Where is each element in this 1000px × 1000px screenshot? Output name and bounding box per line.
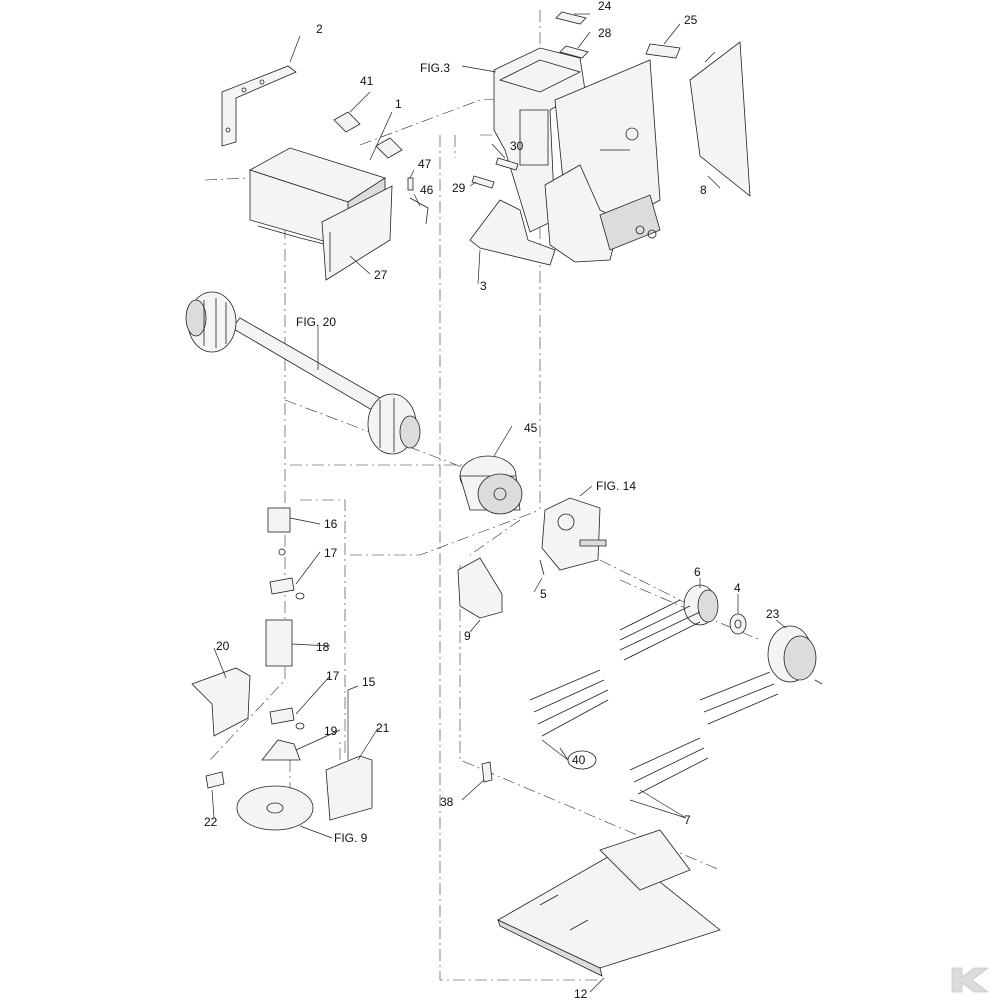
label-part-19: 19 (324, 724, 338, 738)
label-part-18: 18 (316, 640, 330, 654)
yoke-part-19 (261, 739, 301, 761)
label-part-41: 41 (360, 74, 374, 88)
label-part-20: 20 (216, 639, 230, 653)
label-part-22: 22 (204, 815, 218, 829)
bolt-part-47-46 (407, 177, 429, 225)
label-fig-20: FIG. 20 (296, 315, 336, 329)
pulley-part-6 (683, 584, 719, 626)
disc-fig-9 (236, 785, 314, 831)
label-part-46: 46 (420, 183, 434, 197)
label-part-25: 25 (684, 13, 698, 27)
label-part-2: 2 (316, 22, 323, 36)
plates-part-24-28-25 (555, 11, 681, 59)
pulley-part-23 (767, 625, 823, 685)
label-part-40: 40 (572, 753, 586, 767)
label-part-15: 15 (362, 675, 376, 689)
clip-part-38 (481, 761, 493, 783)
label-part-23: 23 (766, 607, 780, 621)
label-part-7: 7 (684, 813, 691, 827)
washer-part-4 (729, 613, 747, 635)
label-part-17-upper: 17 (324, 546, 338, 560)
pulley-part-45 (459, 455, 523, 515)
label-part-17-lower: 17 (326, 669, 340, 683)
cross-part-17-lower (269, 707, 305, 730)
clip-part-22 (205, 771, 225, 789)
cross-part-17-upper (269, 577, 305, 600)
label-part-4: 4 (734, 581, 741, 595)
callout-labels: 2 41 1 47 46 27 FIG.3 24 28 25 8 30 29 3… (204, 0, 780, 1000)
label-part-3: 3 (480, 279, 487, 293)
label-part-28: 28 (598, 26, 612, 40)
main-frame-fig-3 (493, 47, 661, 263)
belts-part-7-40 (529, 599, 779, 795)
shield-part-8 (689, 41, 751, 197)
label-part-8: 8 (700, 183, 707, 197)
label-fig-3: FIG.3 (420, 61, 450, 75)
label-part-16: 16 (324, 517, 338, 531)
shield-part-21 (325, 755, 373, 821)
bracket-part-3 (469, 199, 556, 266)
pin-part-5 (539, 559, 545, 576)
shield-part-20 (191, 667, 251, 737)
label-part-1: 1 (395, 97, 402, 111)
label-part-45: 45 (524, 421, 538, 435)
drive-shaft-fig-20 (185, 291, 421, 455)
label-part-21: 21 (376, 721, 390, 735)
double-yoke-part-18 (265, 619, 293, 667)
base-plate-part-12 (497, 829, 721, 977)
label-part-27: 27 (374, 268, 388, 282)
label-part-9: 9 (464, 629, 471, 643)
label-part-24: 24 (598, 0, 612, 13)
label-fig-14: FIG. 14 (596, 479, 636, 493)
clips-part-29-30 (471, 157, 519, 189)
kramp-k-logo-icon (951, 967, 990, 993)
yoke-part-16 (267, 507, 291, 556)
bracket-part-9 (457, 557, 503, 619)
label-part-12: 12 (574, 987, 588, 1000)
label-part-30: 30 (510, 139, 524, 153)
gearbox-fig-14 (541, 497, 607, 571)
bracket-part-2 (221, 65, 297, 147)
label-part-5: 5 (540, 587, 547, 601)
label-part-40-circle (567, 750, 597, 770)
label-part-38: 38 (440, 795, 454, 809)
label-fig-9: FIG. 9 (334, 831, 368, 845)
hinge-part-41 (333, 111, 403, 159)
side-plate-part-27 (321, 185, 393, 281)
leader-lines (211, 13, 787, 993)
label-part-6: 6 (694, 565, 701, 579)
label-part-47: 47 (418, 157, 432, 171)
label-part-29: 29 (452, 181, 466, 195)
